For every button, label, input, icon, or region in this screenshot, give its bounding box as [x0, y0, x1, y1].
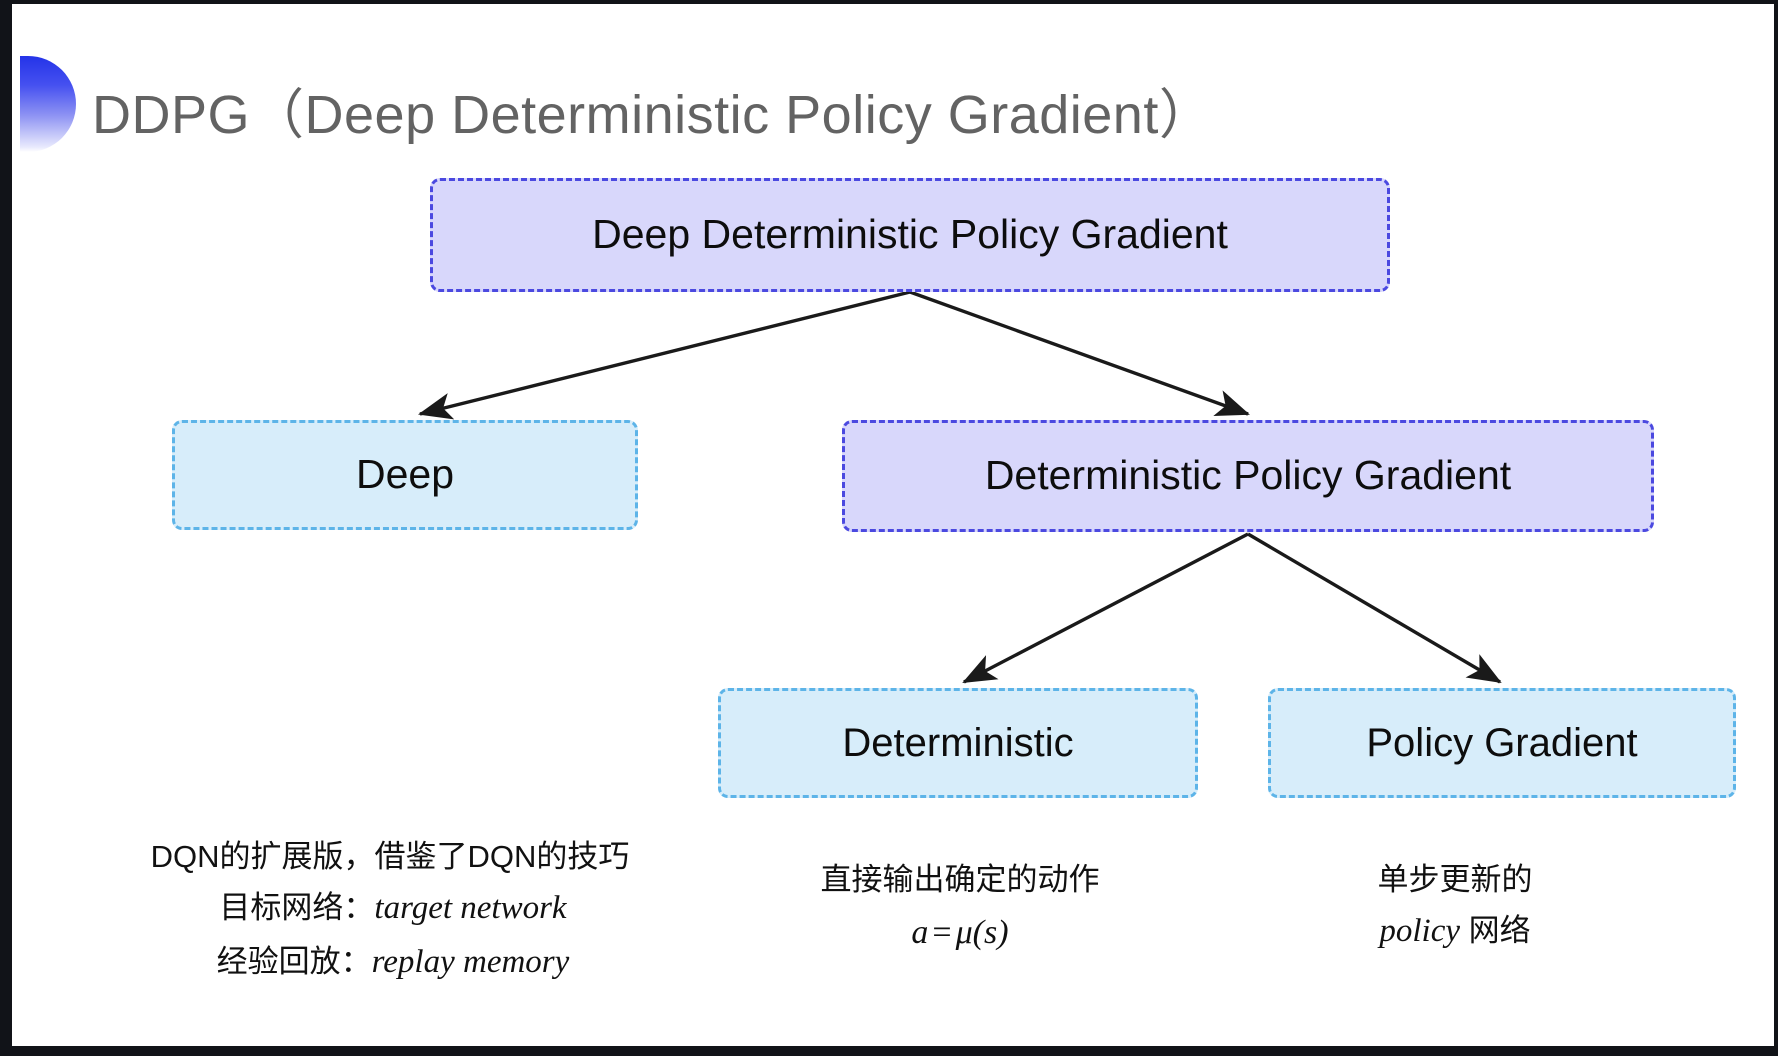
node-policy-gradient[interactable]: Policy Gradient — [1268, 688, 1736, 798]
annotation-deterministic: 直接输出确定的动作 a=μ(s) — [690, 855, 1230, 960]
annotation-term: replay memory — [371, 943, 570, 980]
title-bullet-icon — [20, 56, 76, 152]
annotation-deep-line-3: 经验回放：replay memory — [60, 936, 720, 989]
annotation-deep-line-2: 目标网络：target network — [60, 882, 720, 935]
annotation-text: DQN的扩展版，借鉴了DQN的技巧 — [150, 839, 630, 874]
annotation-deep-line-1: DQN的扩展版，借鉴了DQN的技巧 — [60, 832, 720, 882]
slide-frame-left — [0, 0, 12, 1056]
annotation-deterministic-formula: a=μ(s) — [690, 905, 1230, 960]
formula-lhs: a — [911, 914, 929, 952]
annotation-label: 经验回放： — [216, 943, 372, 979]
edge-dpg-to-policy-gradient — [1247, 532, 1502, 684]
page-title: DDPG（Deep Deterministic Policy Gradient） — [92, 85, 1214, 145]
annotation-deterministic-line-1: 直接输出确定的动作 — [690, 855, 1230, 905]
annotation-suffix: 网络 — [1460, 913, 1531, 949]
node-label: Deterministic Policy Gradient — [984, 452, 1512, 499]
edge-dpg-to-deterministic — [962, 532, 1249, 684]
annotation-policy-gradient-line-1: 单步更新的 — [1240, 855, 1670, 905]
formula-rhs: μ(s) — [955, 914, 1009, 952]
annotation-policy-gradient: 单步更新的 policy 网络 — [1240, 855, 1670, 959]
annotation-term: policy — [1379, 913, 1460, 950]
node-label: Deep — [355, 451, 454, 498]
node-label: Deep Deterministic Policy Gradient — [592, 211, 1228, 258]
formula-operator: = — [932, 914, 952, 952]
annotation-deep: DQN的扩展版，借鉴了DQN的技巧 目标网络：target network 经验… — [60, 832, 720, 989]
node-deep[interactable]: Deep — [172, 420, 638, 530]
annotation-policy-gradient-line-2: policy 网络 — [1240, 905, 1670, 958]
annotation-label: 目标网络： — [219, 890, 375, 926]
node-label: Policy Gradient — [1366, 721, 1638, 765]
slide-frame-top — [0, 0, 1778, 4]
node-deterministic[interactable]: Deterministic — [718, 688, 1198, 798]
node-deterministic-policy-gradient[interactable]: Deterministic Policy Gradient — [842, 420, 1654, 532]
slide-frame-right — [1774, 0, 1778, 1056]
annotation-text: 直接输出确定的动作 — [820, 862, 1100, 897]
node-deep-deterministic-policy-gradient[interactable]: Deep Deterministic Policy Gradient — [430, 178, 1390, 292]
annotation-text: 单步更新的 — [1377, 862, 1533, 897]
edge-root-to-deep — [418, 290, 911, 420]
annotation-term: target network — [374, 890, 567, 927]
node-label: Deterministic — [842, 721, 1074, 765]
slide-frame-bottom — [0, 1046, 1778, 1056]
edge-root-to-dpg — [909, 290, 1250, 416]
